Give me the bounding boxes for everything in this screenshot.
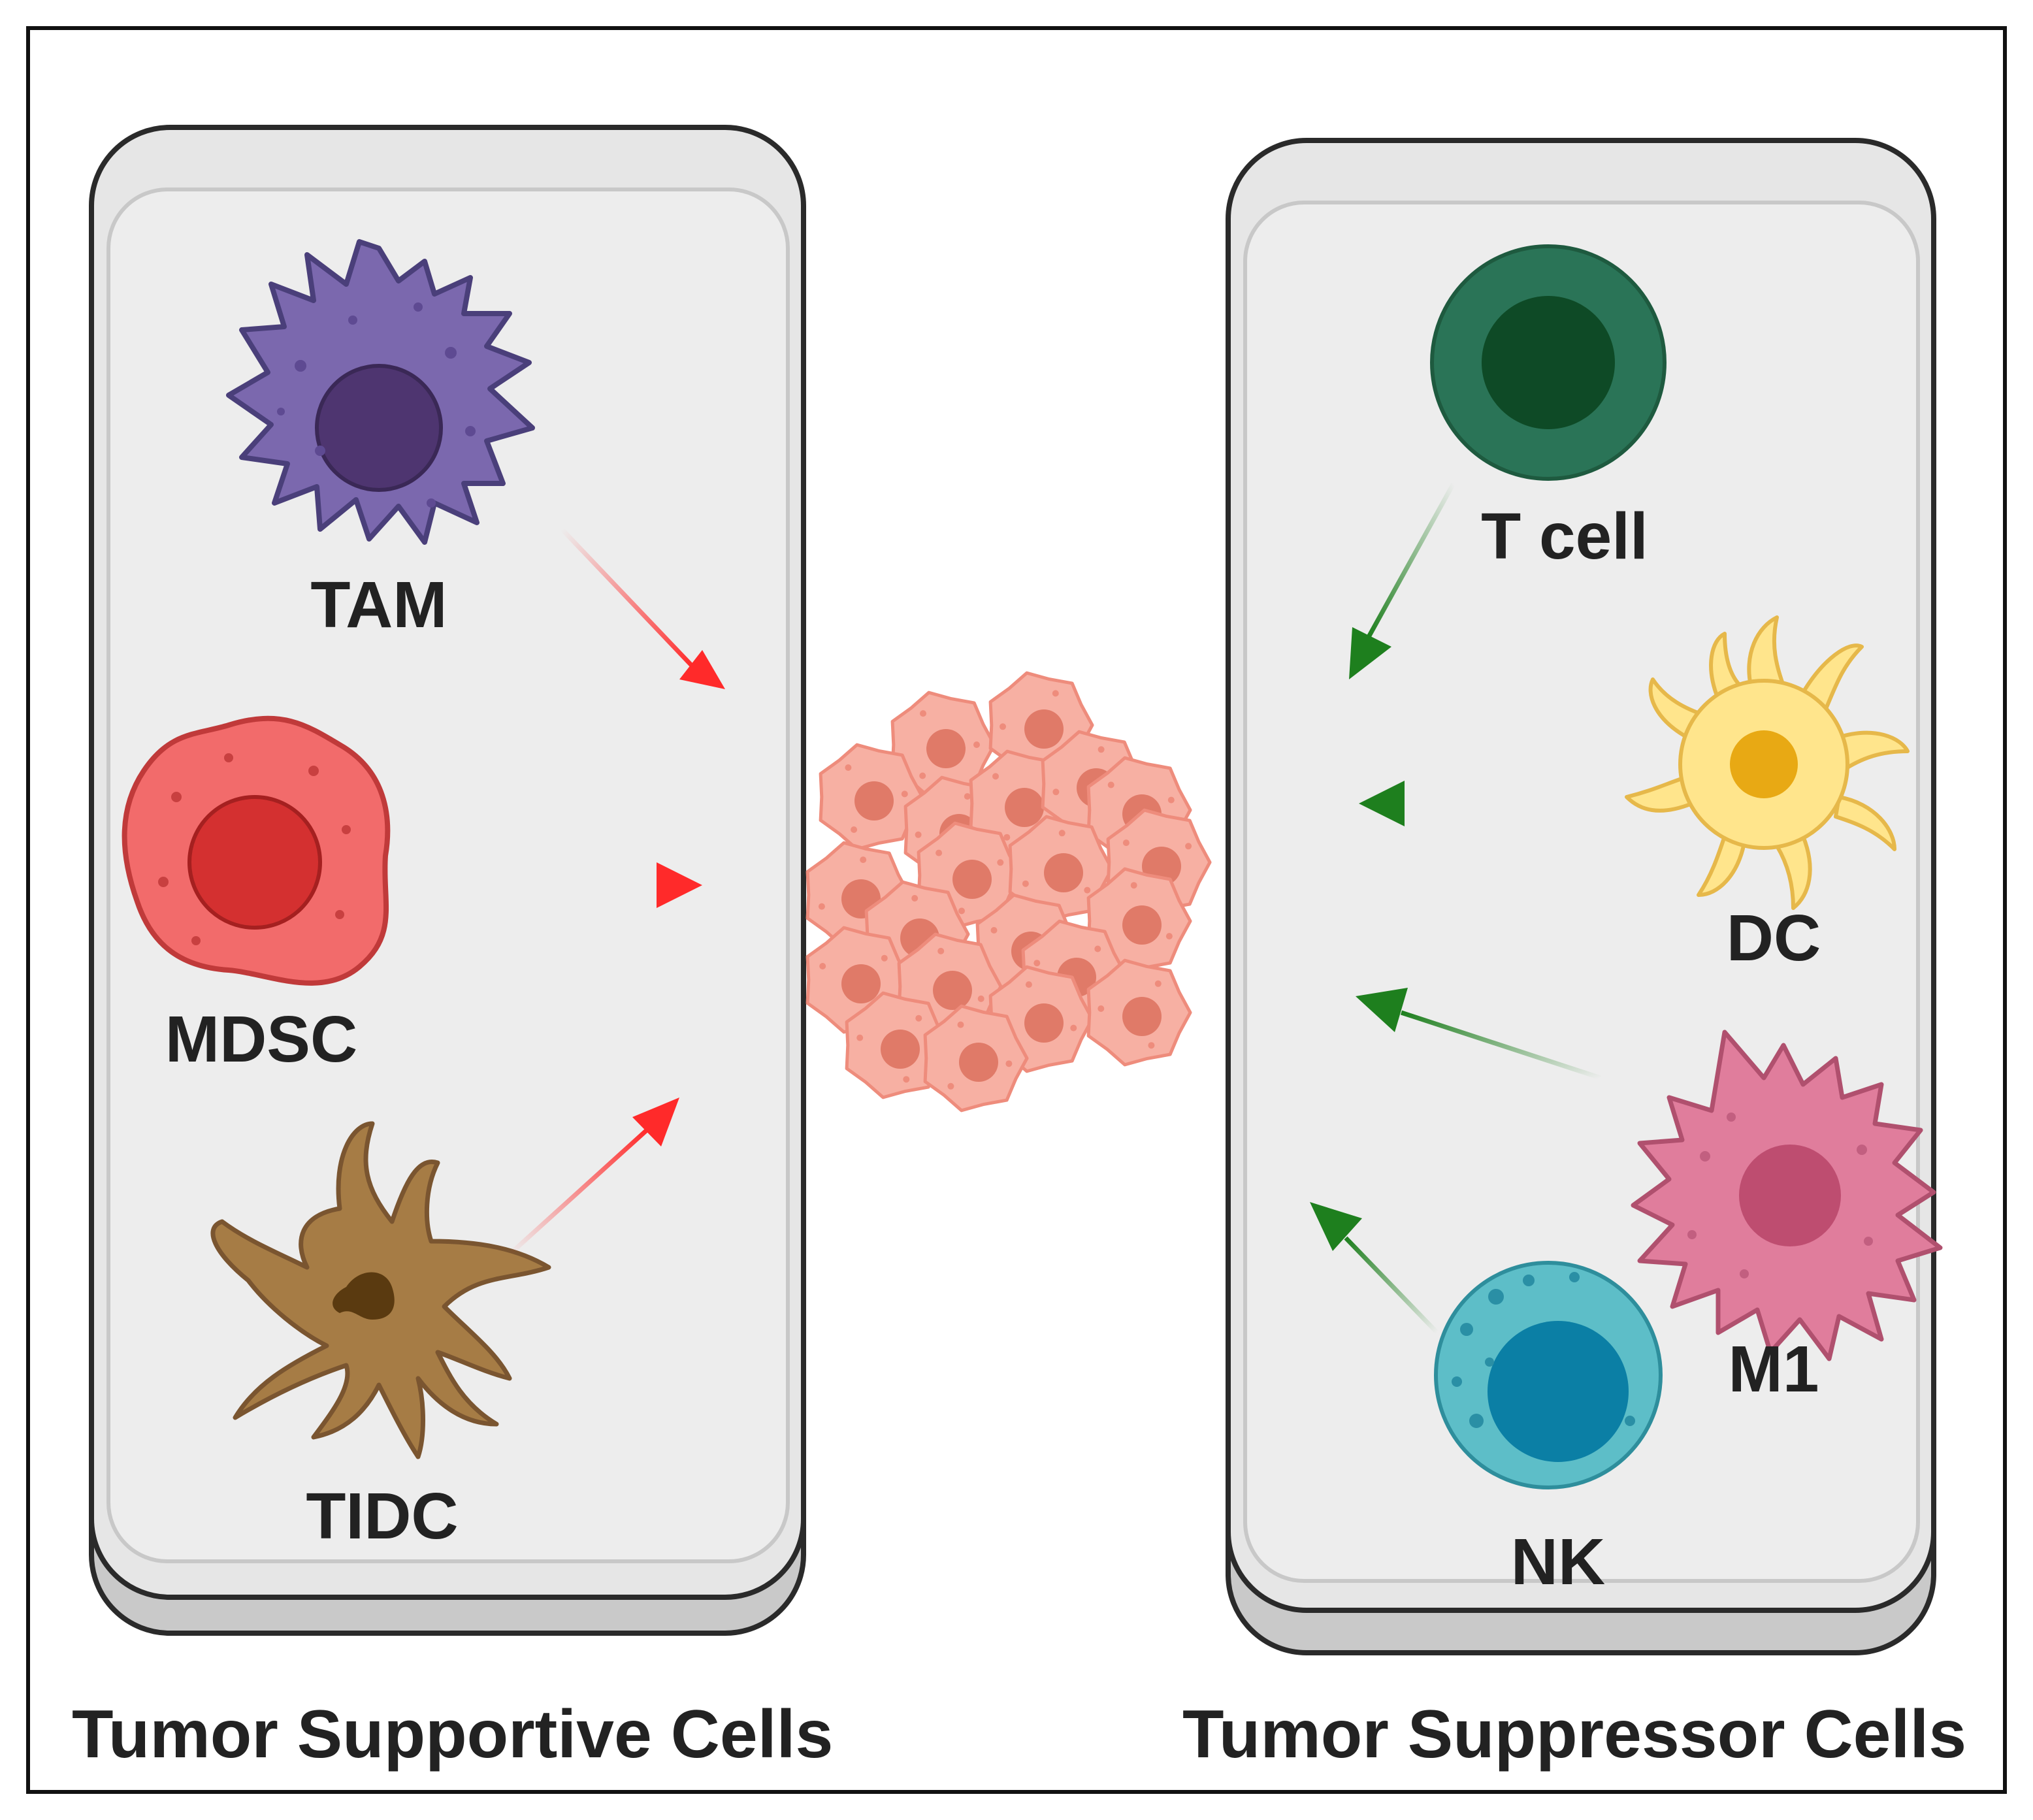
tumor-cell-granule xyxy=(1098,746,1105,753)
tumor-cell-granule xyxy=(937,947,945,954)
tumor-cell-granule xyxy=(1058,830,1065,837)
tumor-cell-granule xyxy=(1148,1042,1155,1049)
left-arrows xyxy=(451,527,725,1256)
tumor-cell-granule xyxy=(911,895,919,902)
tumor-cell-granule xyxy=(1025,981,1032,988)
tam-label: TAM xyxy=(310,568,447,642)
nk-arrow-head xyxy=(1310,1202,1362,1251)
tumor-cell-nucleus xyxy=(881,1030,920,1069)
tumor-cell-granule xyxy=(990,927,998,934)
t-cell-icon xyxy=(1430,244,1667,481)
tumor-cell-granule xyxy=(1033,960,1041,967)
tumor-cell-nucleus xyxy=(1005,788,1044,827)
left-panel-title: Tumor Supportive Cells xyxy=(72,1697,833,1772)
m1-label: M1 xyxy=(1729,1333,1819,1406)
tumor-cell-nucleus xyxy=(1122,905,1162,945)
tumor-cell-nucleus xyxy=(959,1043,998,1082)
tumor-cell-granule xyxy=(1154,980,1162,987)
m1-arrow xyxy=(1400,1010,1602,1081)
t-cell-arrow-head xyxy=(1349,627,1391,679)
tumor-cell-nucleus xyxy=(1024,1003,1064,1043)
tumor-cell-nucleus xyxy=(841,964,881,1003)
tidc-cell-icon xyxy=(210,1121,551,1459)
tumor-cell-nucleus xyxy=(1044,853,1083,892)
tumor-cell-granule xyxy=(992,773,999,780)
tumor-cell-granule xyxy=(1107,781,1114,788)
tumor-cell-granule xyxy=(1005,1060,1013,1067)
right-arrows xyxy=(1310,482,1602,1335)
tumor-cell-granule xyxy=(1084,886,1091,894)
tumor-cell-granule xyxy=(856,1034,864,1041)
tumor-cell-granule xyxy=(997,859,1004,866)
mdsc-arrow-head xyxy=(657,862,702,908)
tumor-cell-granule xyxy=(1003,834,1011,841)
tumor-cell-granule xyxy=(919,772,926,779)
tumor-cell-granule xyxy=(1094,945,1101,952)
tumor-cell-granule xyxy=(1098,1005,1105,1012)
tumor-cell-granule xyxy=(818,903,825,910)
tumor-cell-granule xyxy=(1165,933,1173,940)
tumor-cluster-icon xyxy=(805,671,1212,1113)
figure-frame xyxy=(26,26,2007,1794)
nk-label: NK xyxy=(1511,1525,1605,1599)
tidc-label: TIDC xyxy=(306,1480,458,1553)
nk-arrow xyxy=(1344,1236,1439,1335)
tumor-cell-granule xyxy=(947,1082,954,1090)
tumor-cell-granule xyxy=(1122,839,1130,847)
tumor-cell-granule xyxy=(1052,788,1060,796)
tumor-cell-granule xyxy=(851,826,858,833)
m1-arrow-head xyxy=(1356,988,1408,1032)
tam-arrow-head xyxy=(679,650,725,689)
dc-arrow-head xyxy=(1359,781,1405,826)
tumor-cell-granule xyxy=(920,710,926,717)
tumor-cell-granule xyxy=(1052,690,1059,697)
right-panel-title: Tumor Suppressor Cells xyxy=(1182,1697,1966,1772)
tumor-cell-granule xyxy=(1022,880,1029,887)
dc-cell-icon xyxy=(1625,615,1910,910)
tumor-cell-granule xyxy=(1000,723,1006,730)
tam-arrow xyxy=(560,527,694,668)
tumor-cell-granule xyxy=(915,1015,922,1022)
tumor-cell-granule xyxy=(915,831,922,838)
tumor-cell-granule xyxy=(973,741,980,748)
tumor-cell-granule xyxy=(1130,882,1137,889)
tumor-cell-granule xyxy=(1070,1024,1077,1032)
tumor-cell-granule xyxy=(935,849,943,856)
tumor-cell-nucleus xyxy=(926,729,966,768)
tumor-cell-granule xyxy=(901,790,908,798)
mdsc-label: MDSC xyxy=(165,1003,357,1076)
tidc-arrow-head xyxy=(632,1097,679,1146)
tidc-arrow xyxy=(508,1128,649,1256)
tumor-cell-granule xyxy=(1167,796,1175,804)
tumor-cell-granule xyxy=(845,764,852,771)
tumor-cell-nucleus xyxy=(952,860,992,899)
tumor-cell-granule xyxy=(903,1076,910,1083)
mdsc-cell-icon xyxy=(122,715,391,986)
m1-cell-icon xyxy=(1631,1030,1943,1361)
tumor-cell-nucleus xyxy=(933,971,972,1010)
dc-label: DC xyxy=(1727,902,1821,975)
tumor-cell-granule xyxy=(958,907,965,915)
tam-cell-icon xyxy=(226,239,535,545)
tumor-cell-nucleus xyxy=(854,781,894,821)
tumor-cell-granule xyxy=(1185,843,1192,850)
t-cell-arrow xyxy=(1366,482,1456,638)
tumor-cell-granule xyxy=(977,995,984,1002)
tumor-cell-granule xyxy=(819,963,826,969)
tumor-cell-nucleus xyxy=(1122,997,1162,1036)
nk-cell-icon xyxy=(1434,1261,1663,1489)
tumor-cell-granule xyxy=(860,856,867,864)
tumor-cell-granule xyxy=(881,954,888,962)
tumor-cell-granule xyxy=(964,793,971,800)
tumor-cell-granule xyxy=(957,1021,964,1028)
t-cell-label: T cell xyxy=(1481,500,1648,573)
tumor-cell-nucleus xyxy=(1024,709,1064,749)
